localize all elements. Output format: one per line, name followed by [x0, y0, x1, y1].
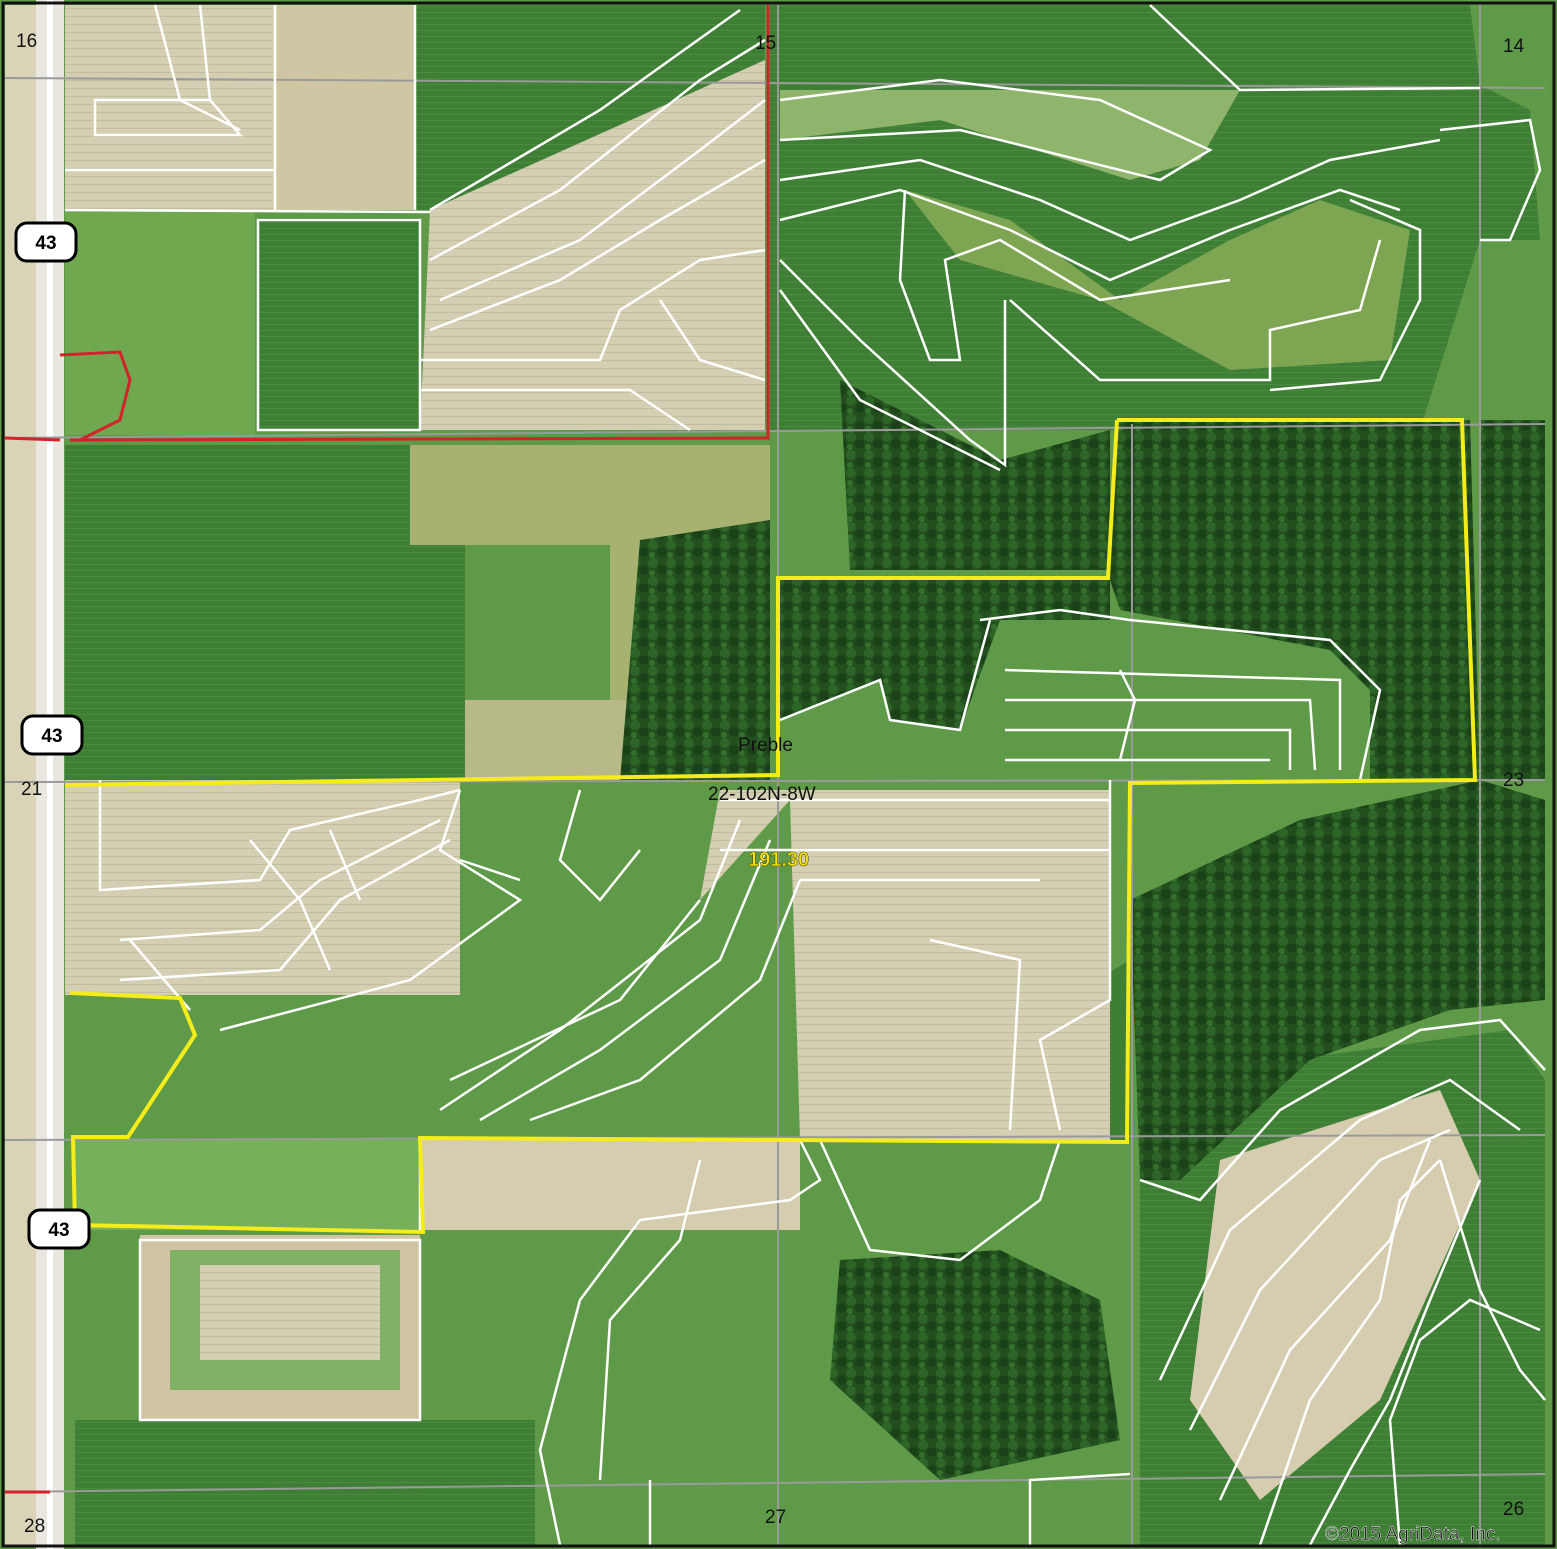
property-boundary — [64, 418, 1478, 1235]
road-shield-text: 43 — [48, 1220, 69, 1241]
map-labels: 16 15 14 21 23 28 27 26 Preble 22-102N-8… — [16, 31, 1525, 1537]
section-number-16: 16 — [16, 31, 37, 52]
contour-field-lines — [64, 4, 1546, 1546]
copyright-notice: ©2015 AgriData, Inc. — [1325, 1524, 1501, 1545]
acreage-label: 191.30 — [748, 849, 809, 871]
road-shield-text: 43 — [35, 233, 56, 254]
section-number-14: 14 — [1503, 36, 1525, 57]
road-shield-1: 43 — [14, 221, 78, 263]
section-number-15: 15 — [755, 33, 776, 54]
section-number-28: 28 — [24, 1516, 45, 1537]
section-number-27: 27 — [765, 1507, 786, 1528]
section-number-21: 21 — [21, 779, 42, 800]
red-road-lines — [4, 5, 770, 1494]
road-shield-text: 43 — [41, 726, 62, 747]
road-shield-3: 43 — [27, 1208, 91, 1250]
township-label: Preble — [738, 735, 793, 756]
section-number-23: 23 — [1503, 770, 1524, 791]
forest-areas — [620, 380, 1545, 1480]
section-id-label: 22-102N-8W — [708, 784, 816, 805]
section-number-26: 26 — [1503, 1499, 1524, 1520]
road-shield-2: 43 — [20, 714, 84, 756]
